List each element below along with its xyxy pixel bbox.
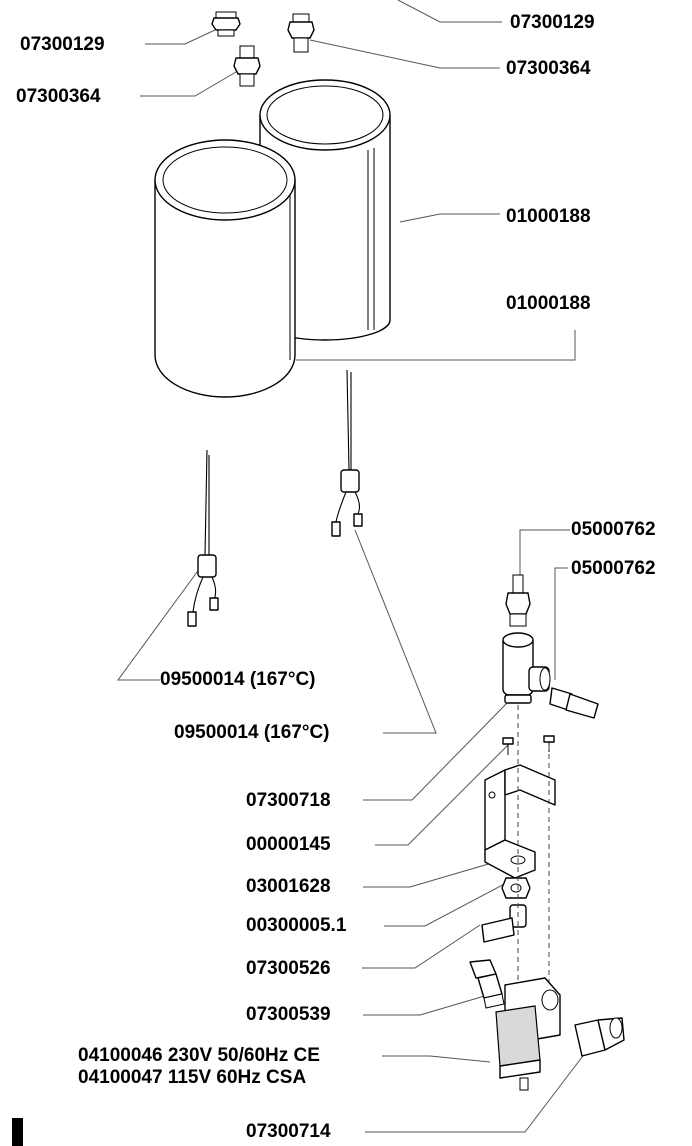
insulation-front-shape — [154, 139, 296, 398]
elbow-large-shape — [574, 1017, 625, 1057]
bracket-shape — [484, 764, 556, 879]
alignment-dashes — [517, 705, 550, 1000]
label-tee-fitting: 07300718 — [246, 790, 331, 811]
nut-shape — [501, 877, 531, 899]
label-elbow-large: 07300714 — [246, 1121, 331, 1142]
thermostat-left-shape — [187, 449, 219, 627]
label-bracket: 03001628 — [246, 876, 331, 897]
fitting-07300129-right-shape — [287, 13, 315, 53]
label-thermostat-left: 09500014 (167°C) — [160, 669, 316, 690]
label-elbow-small: 07300526 — [246, 958, 331, 979]
label-screw: 00000145 — [246, 834, 331, 855]
label-nipple-right: 07300364 — [506, 58, 591, 79]
thermostat-right-shape — [331, 369, 363, 537]
label-insulation-back: 01000188 — [506, 206, 591, 227]
label-fitting-top-right: 07300129 — [510, 12, 595, 33]
leader-lines — [117, 0, 596, 1133]
tee-fitting-shape — [502, 632, 551, 704]
nipple-07300364-left-shape — [233, 45, 261, 87]
connector-shape — [469, 959, 505, 1009]
solenoid-valve-shape — [495, 977, 561, 1091]
label-solenoid-valve-ce: 04100046 230V 50/60Hz CE — [78, 1045, 320, 1066]
label-solenoid-valve-csa: 04100047 115V 60Hz CSA — [78, 1067, 307, 1088]
hose-barb-side-shape — [549, 687, 599, 719]
label-connector: 07300539 — [246, 1004, 331, 1025]
corner-tag — [12, 1118, 23, 1146]
label-hose-barb-top: 05000762 — [571, 519, 656, 540]
label-hose-barb-side: 05000762 — [571, 558, 656, 579]
elbow-small-shape — [481, 904, 527, 943]
screws-shape — [502, 735, 555, 755]
label-nut: 00300005.1 — [246, 915, 347, 936]
label-nipple-left: 07300364 — [16, 86, 101, 107]
label-fitting-top-left: 07300129 — [20, 34, 105, 55]
hose-barb-top-shape — [505, 574, 531, 627]
fitting-07300129-left-shape — [211, 11, 241, 37]
label-insulation-front: 01000188 — [506, 293, 591, 314]
label-thermostat-right: 09500014 (167°C) — [174, 722, 330, 743]
